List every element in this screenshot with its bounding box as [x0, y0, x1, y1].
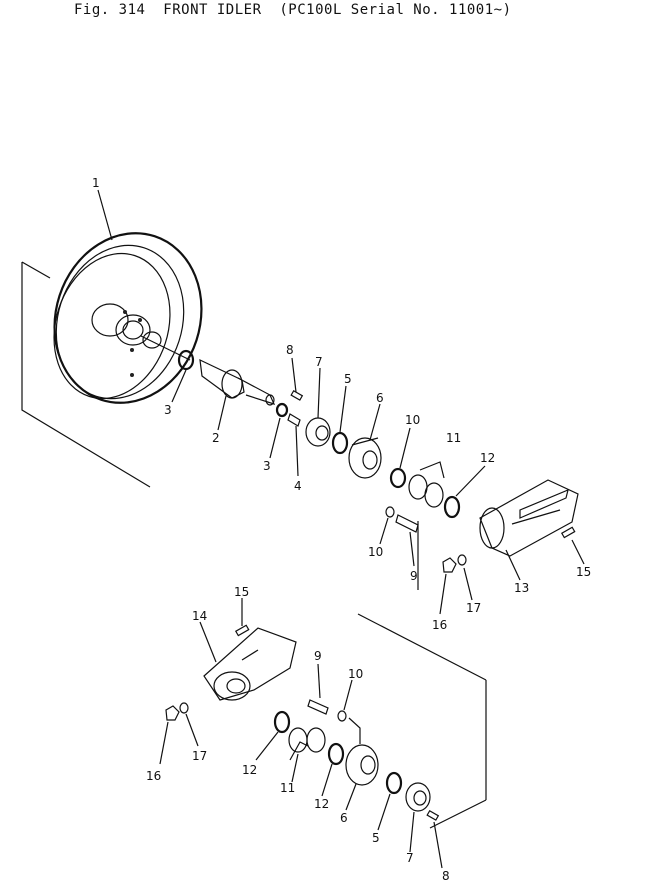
pin-15a: [560, 526, 576, 539]
nut-16b: [165, 705, 180, 721]
callout-10a: 10: [405, 413, 420, 427]
callout-14: 14: [192, 609, 207, 623]
callout-13: 13: [514, 581, 529, 595]
o-ring-12c: [327, 742, 345, 766]
figure-title: Fig. 314 FRONT IDLER (PC100L Serial No. …: [74, 2, 512, 18]
o-ring-3b: [275, 402, 289, 418]
washer-17b: [179, 702, 189, 714]
bracket-14: [203, 627, 297, 701]
callout-16b: 16: [146, 769, 161, 783]
callout-12a: 12: [480, 451, 495, 465]
callout-10b: 10: [368, 545, 383, 559]
callout-5b: 5: [372, 831, 380, 845]
idler-wheel: [53, 232, 203, 404]
callout-6a: 6: [376, 391, 384, 405]
figure-serial: (PC100L Serial No. 11001~): [279, 2, 512, 18]
bolt-9b: [307, 699, 329, 715]
bolt-9a: [385, 506, 419, 533]
callout-11b: 11: [280, 781, 295, 795]
callout-12c: 12: [314, 797, 329, 811]
collar-7b: [405, 782, 431, 812]
yoke-13: [479, 479, 579, 557]
o-ring-12a: [443, 495, 461, 519]
callout-4: 4: [294, 479, 302, 493]
callout-7b: 7: [406, 851, 414, 865]
support-6b: [345, 744, 379, 786]
seal-10c: [337, 710, 347, 722]
callout-17b: 17: [192, 749, 207, 763]
callout-2: 2: [212, 431, 220, 445]
callout-3a: 3: [164, 403, 172, 417]
shaft: [199, 358, 276, 406]
o-ring-5b: [385, 771, 403, 795]
pin-15b: [234, 624, 250, 637]
seal-10a: [389, 467, 407, 489]
figure-number: Fig. 314: [74, 2, 146, 18]
lower-assembly-frame: [357, 613, 487, 829]
callout-12b: 12: [242, 763, 257, 777]
o-ring-5a: [331, 431, 349, 455]
callout-8a: 8: [286, 343, 294, 357]
callout-9a: 9: [410, 569, 418, 583]
washer-17a: [457, 554, 467, 566]
pin-8b: [426, 809, 440, 821]
o-ring-3a: [177, 349, 195, 371]
callout-1: 1: [92, 176, 100, 190]
support-6a: [348, 437, 382, 479]
callout-3b: 3: [263, 459, 271, 473]
callout-5a: 5: [344, 372, 352, 386]
plug: [287, 413, 301, 427]
callout-17a: 17: [466, 601, 481, 615]
callout-10c: 10: [348, 667, 363, 681]
nut-16a: [442, 557, 457, 573]
callout-15a: 15: [576, 565, 591, 579]
o-ring-12b: [273, 710, 291, 734]
floating-seal-11b: [288, 727, 326, 761]
callouts: 1 3 2 3 4 8 7 5 6 10 11 12 10 9 16 17 13…: [92, 176, 591, 882]
upper-assembly-frame: [21, 261, 419, 590]
callout-7a: 7: [315, 355, 323, 369]
leader-lines: [97, 189, 585, 869]
collar-7a: [305, 417, 331, 447]
pin-8a: [290, 389, 304, 401]
callout-6b: 6: [340, 811, 348, 825]
callout-11a: 11: [446, 431, 461, 445]
callout-8b: 8: [442, 869, 450, 882]
figure-name: FRONT IDLER: [163, 2, 262, 18]
callout-9b: 9: [314, 649, 322, 663]
floating-seal-11a: [408, 461, 445, 508]
callout-16a: 16: [432, 618, 447, 632]
callout-15b: 15: [234, 585, 249, 599]
bolt-leader: [348, 717, 361, 744]
